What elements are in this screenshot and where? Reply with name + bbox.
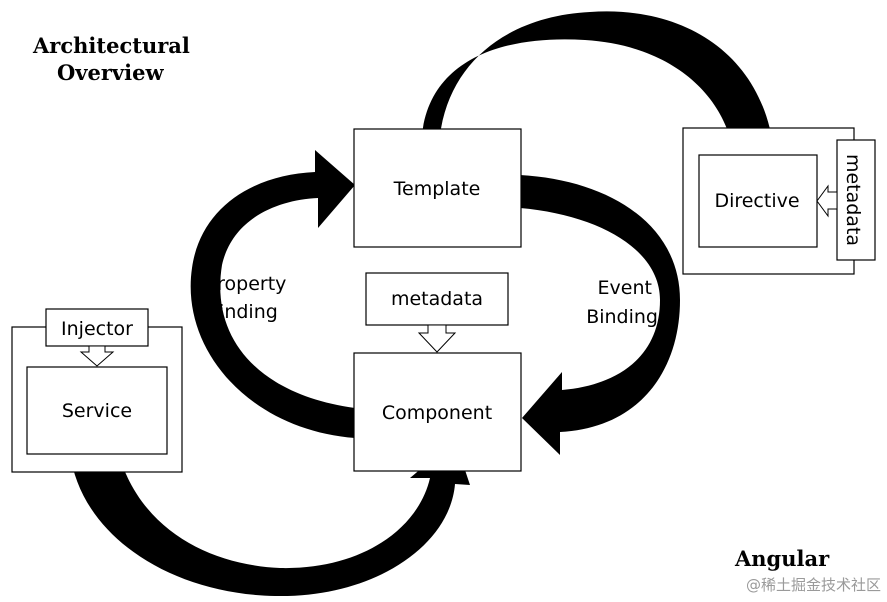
component-metadata-arrow (417, 324, 457, 353)
event-binding-label: Event Binding (586, 277, 658, 328)
watermark: @稀土掘金技术社区 (746, 576, 881, 594)
directive-metadata-label: metadata (842, 154, 864, 246)
diagram-title: Architectural Overview (32, 33, 197, 85)
directive-metadata-box (836, 139, 876, 261)
directive-box (698, 154, 818, 248)
component-label: Component (382, 402, 492, 424)
property-binding-label: Property Binding (206, 273, 292, 323)
injector-arrow (79, 345, 115, 367)
directive-metadata-arrow (816, 184, 838, 218)
event-binding-arrow (520, 175, 680, 455)
service-box (26, 366, 168, 455)
angular-brand: Angular (734, 546, 830, 571)
directive-label: Directive (714, 190, 799, 212)
injector-box (45, 308, 149, 347)
service-to-component-arrow (70, 440, 470, 597)
template-box (353, 128, 522, 248)
injector-label: Injector (61, 318, 133, 340)
template-label: Template (393, 178, 481, 200)
service-label: Service (62, 400, 132, 422)
component-box (353, 352, 522, 472)
property-binding-arrow (190, 150, 355, 438)
directive-to-template-arrow (405, 11, 775, 168)
component-metadata-label: metadata (391, 288, 483, 310)
